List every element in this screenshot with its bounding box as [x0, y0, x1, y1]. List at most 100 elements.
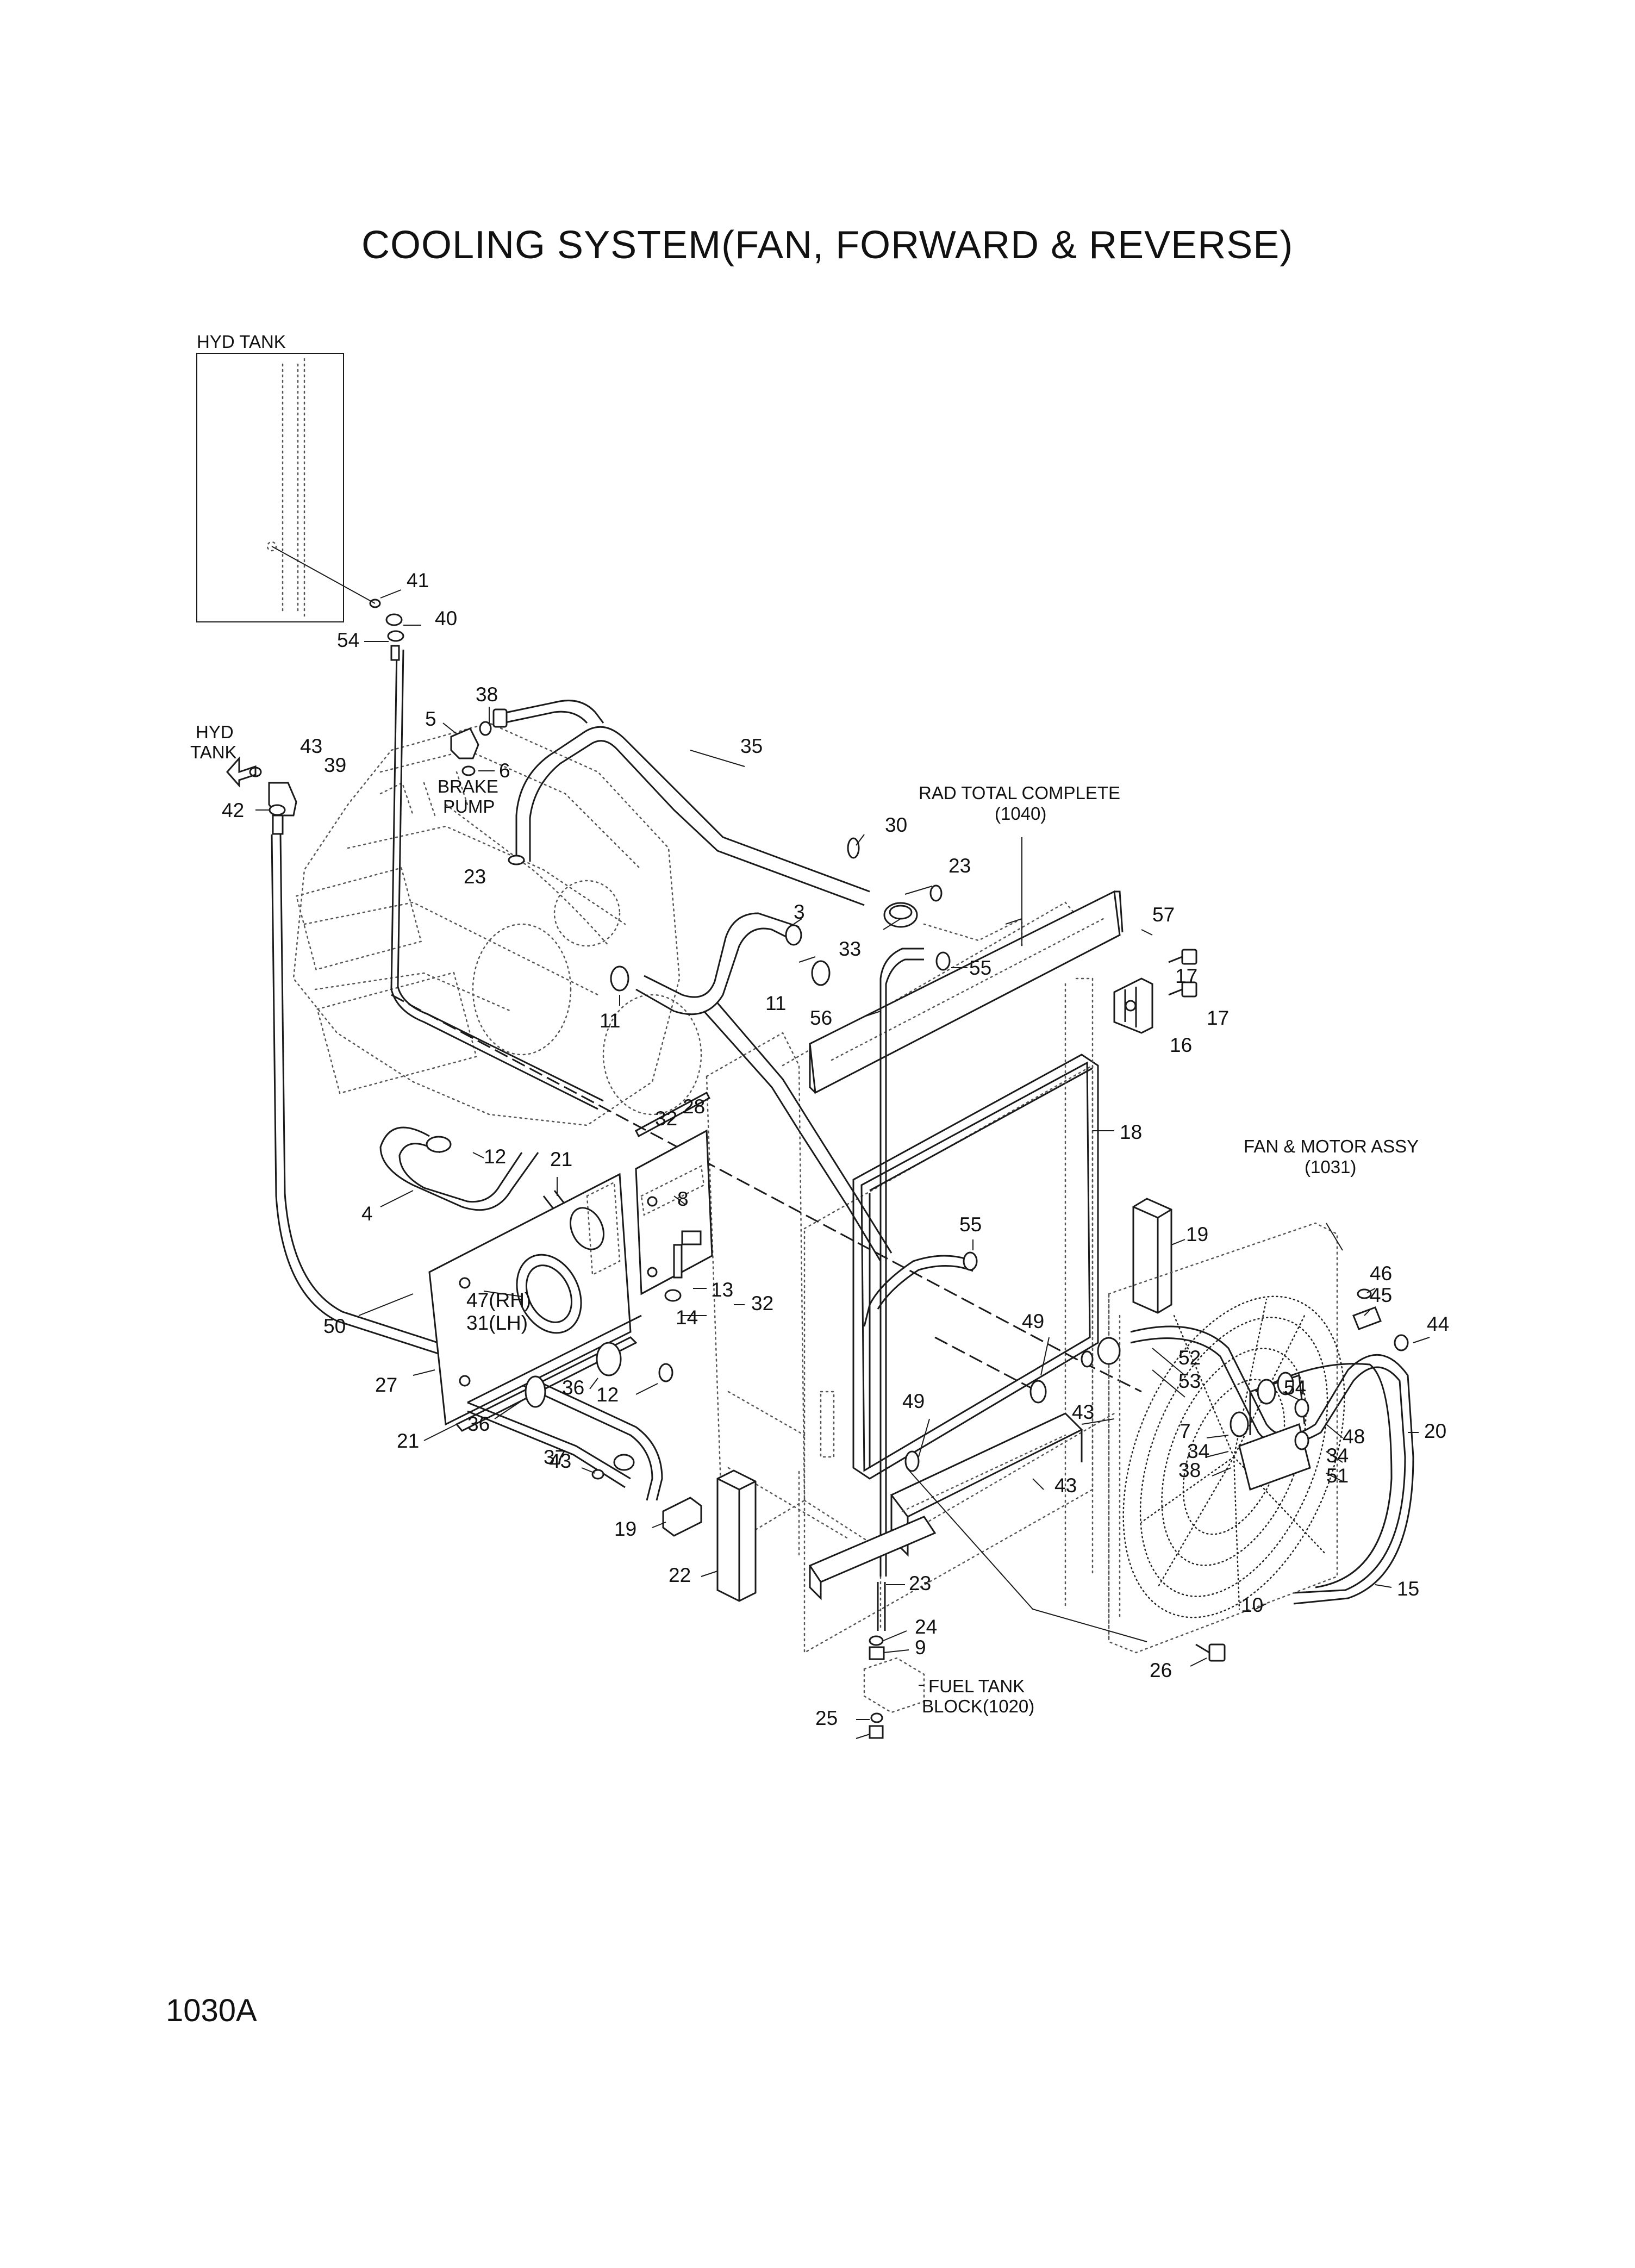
- part-number: 48: [1343, 1425, 1365, 1448]
- part-number: 39: [324, 754, 346, 776]
- part-number: 37: [544, 1446, 566, 1468]
- part-number: 24: [915, 1616, 937, 1638]
- bracket-37: [662, 1497, 702, 1537]
- part-number: 23: [948, 855, 971, 877]
- part-number: 45: [1370, 1284, 1392, 1306]
- fitting-6: [461, 765, 476, 776]
- part-number: 13: [711, 1279, 733, 1301]
- part-number: 4: [361, 1202, 373, 1225]
- part-number: 51: [1326, 1465, 1349, 1487]
- drain-pipe-22: [877, 1582, 886, 1631]
- part-number: 34: [1326, 1444, 1349, 1467]
- engine-ghost: [292, 722, 702, 1126]
- part-number: 18: [1120, 1121, 1142, 1143]
- part-number: 43: [300, 735, 322, 757]
- part-number: 36: [562, 1376, 584, 1399]
- part-number: 32: [655, 1107, 677, 1130]
- part-number: 10: [1241, 1594, 1263, 1616]
- hose-50: [271, 834, 663, 1501]
- upper-hose-35: [502, 700, 870, 906]
- callout-labels: HYD TANK BRAKE PUMP RAD TOTAL COMPLETE (…: [190, 722, 1419, 1716]
- part-31-lh-label: 31(LH): [466, 1312, 528, 1334]
- hyd-tank-label-line1: HYD: [196, 722, 234, 742]
- fan-motor-label-line1: FAN & MOTOR ASSY: [1244, 1136, 1419, 1156]
- part-number: 44: [1427, 1313, 1449, 1335]
- part-number: 20: [1424, 1420, 1446, 1442]
- fuel-tank-label-line2: BLOCK(1020): [922, 1696, 1034, 1716]
- rad-total-label-line1: RAD TOTAL COMPLETE: [919, 783, 1120, 803]
- rad-total-label-line2: (1040): [995, 803, 1046, 824]
- brake-pump-label-line1: BRAKE: [438, 776, 498, 796]
- brake-pump-label-line2: PUMP: [443, 796, 495, 817]
- bracket-16: [1113, 977, 1153, 1034]
- part-number: 42: [222, 799, 244, 821]
- bolt-15: [1195, 1643, 1226, 1662]
- part-number: 19: [1186, 1223, 1208, 1245]
- part-number: 12: [484, 1145, 506, 1168]
- fan-shroud-ghost: [1108, 1222, 1338, 1654]
- bolt-17-upper: [1168, 949, 1197, 965]
- hyd-tank-arrow: [226, 756, 257, 788]
- part-number: 12: [596, 1384, 619, 1406]
- part-number: 34: [1187, 1440, 1209, 1462]
- part-number: 36: [467, 1413, 490, 1435]
- part-number: 38: [476, 683, 498, 706]
- fan-motor-label-line2: (1031): [1305, 1157, 1356, 1177]
- part-number: 28: [683, 1095, 705, 1118]
- part-number: 19: [614, 1518, 636, 1540]
- hyd-tank-label-line2: TANK: [190, 742, 237, 762]
- part-number: 9: [915, 1636, 926, 1659]
- part-number: 49: [902, 1390, 925, 1412]
- part-number: 7: [1180, 1420, 1191, 1442]
- part-number: 26: [1150, 1659, 1172, 1681]
- part-number: 11: [765, 992, 786, 1014]
- column-19-lower: [716, 1469, 757, 1602]
- part-number: 32: [751, 1292, 773, 1314]
- part-number: 54: [337, 629, 359, 651]
- part-number: 46: [1370, 1262, 1392, 1285]
- leader-lines: [255, 546, 1430, 1739]
- bolt-17-lower: [1168, 981, 1197, 998]
- part-number: 25: [815, 1707, 838, 1729]
- hyd-tank-wall: [282, 358, 305, 621]
- side-panel-right: [635, 1091, 713, 1295]
- tube-54: [390, 649, 604, 1110]
- fan-hoses: [1130, 1325, 1414, 1605]
- fitting-40: [385, 613, 404, 661]
- part-number: 30: [885, 814, 907, 836]
- part-number: 40: [435, 607, 457, 630]
- support-rails: [467, 1342, 631, 1488]
- part-number: 23: [464, 865, 486, 888]
- part-number: 27: [375, 1374, 397, 1396]
- part-number: 33: [839, 938, 861, 960]
- top-bar: [809, 890, 1124, 1094]
- cross-member-22: [808, 1516, 937, 1600]
- part-number: 16: [1170, 1034, 1192, 1056]
- part-number: 43: [549, 1450, 571, 1472]
- hose-clamps: [426, 837, 1409, 1739]
- part-number: 22: [669, 1564, 691, 1586]
- part-number: 23: [909, 1572, 931, 1594]
- part-number: 17: [1175, 965, 1197, 987]
- part-number: 15: [1397, 1578, 1419, 1600]
- fitting-42: [269, 804, 286, 835]
- part-number: 3: [794, 901, 805, 923]
- part-number: 55: [969, 957, 991, 979]
- part-number: 43: [1072, 1401, 1094, 1423]
- part-number: 21: [550, 1148, 572, 1170]
- hyd-tank-box-label: HYD TANK: [197, 332, 286, 352]
- part-number: 54: [1284, 1376, 1306, 1399]
- part-47-rh-label: 47(RH): [466, 1289, 531, 1311]
- part-number: 41: [407, 569, 429, 591]
- part-number: 5: [425, 708, 436, 730]
- fuel-tank-label-line1: FUEL TANK: [928, 1676, 1025, 1696]
- part-number: 8: [677, 1188, 689, 1210]
- overflow-hose-55: [863, 1255, 973, 1327]
- fitting-5: [450, 727, 479, 759]
- part-number: 49: [1022, 1310, 1044, 1332]
- page-code: 1030A: [166, 1993, 257, 2028]
- part-number: 56: [810, 1007, 832, 1029]
- column-19-upper: [1132, 1198, 1172, 1314]
- part-number: 43: [1054, 1474, 1077, 1497]
